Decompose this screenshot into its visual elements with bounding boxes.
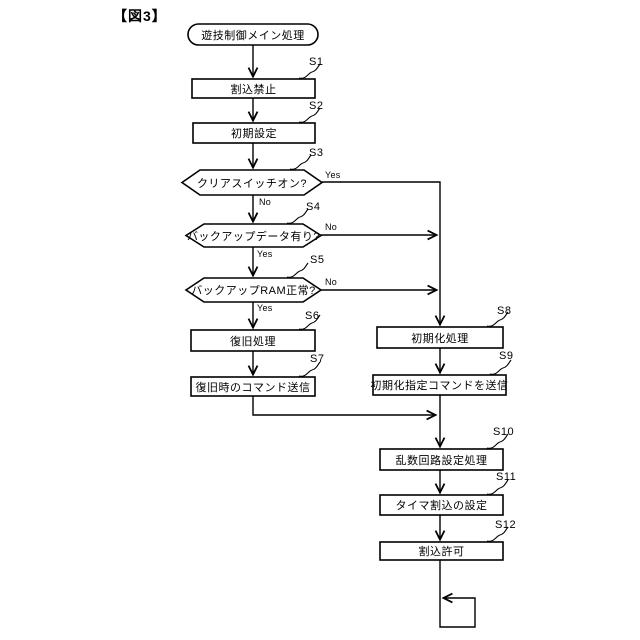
step-tag-s4: S4 xyxy=(306,201,321,213)
flow-arrow-endless-loop xyxy=(439,560,476,628)
label-leader-s12 xyxy=(486,526,509,542)
label-leader-s3 xyxy=(289,154,312,170)
process-label-s9: 初期化指定コマンドを送信 xyxy=(370,380,509,392)
label-leader-s10 xyxy=(486,433,509,449)
label-leader-s5 xyxy=(286,262,309,278)
process-label-s1: 割込禁止 xyxy=(230,83,277,96)
step-tag-s1: S1 xyxy=(309,56,324,68)
step-tag-s9: S9 xyxy=(499,350,514,362)
process-label-s2: 初期設定 xyxy=(231,128,277,140)
process-label-s8: 初期化処理 xyxy=(411,332,469,345)
decision-hexagon-s3 xyxy=(180,169,324,196)
process-label-s12: 割込許可 xyxy=(418,546,465,558)
process-rect-s2 xyxy=(192,122,316,144)
flow-arrow-s7-to-merge xyxy=(252,396,435,415)
start-node-label: 遊技制御メイン処理 xyxy=(201,29,305,42)
process-label-s6: 復旧処理 xyxy=(230,335,276,348)
step-tag-s2: S2 xyxy=(309,100,324,112)
process-rect-s7 xyxy=(190,376,316,397)
label-leader-s8 xyxy=(486,311,509,327)
s4-yes-label: Yes xyxy=(257,249,273,259)
s3-yes-label: Yes xyxy=(325,170,341,180)
step-tag-s11: S11 xyxy=(496,471,517,483)
s5-no-label: No xyxy=(325,277,338,287)
step-tag-s10: S10 xyxy=(493,426,515,438)
process-rect-s1 xyxy=(191,78,316,99)
decision-hexagon-s4 xyxy=(184,223,323,248)
decision-label-s5: バックアップRAM正常? xyxy=(191,285,316,297)
step-tag-s8: S8 xyxy=(497,305,512,317)
label-leader-s9 xyxy=(489,359,512,375)
label-leader-s1 xyxy=(298,63,321,79)
s3-no-label: No xyxy=(259,197,272,207)
flow-arrow-s3-yes-to-s8 xyxy=(322,181,440,324)
process-rect-s9 xyxy=(372,374,507,396)
step-tag-s3: S3 xyxy=(309,147,324,159)
process-rect-s12 xyxy=(379,541,504,561)
process-label-s11: タイマ割込の設定 xyxy=(395,500,488,512)
s4-no-label: No xyxy=(325,222,338,232)
process-rect-s11 xyxy=(379,494,504,516)
step-tag-s7: S7 xyxy=(310,353,325,365)
label-leader-s6 xyxy=(298,314,321,330)
process-label-s10: 乱数回路設定処理 xyxy=(395,454,488,467)
process-rect-s8 xyxy=(376,326,504,349)
s5-yes-label: Yes xyxy=(257,303,273,313)
label-leader-s7 xyxy=(298,361,321,377)
label-leader-s4 xyxy=(286,208,309,224)
start-oval xyxy=(187,23,319,46)
step-tag-s5: S5 xyxy=(310,254,325,266)
decision-label-s4: バックアップデータ有り? xyxy=(186,230,321,243)
process-label-s7: 復旧時のコマンド送信 xyxy=(195,381,311,394)
figure-number-label: 【図3】 xyxy=(113,8,167,24)
step-tag-s6: S6 xyxy=(305,310,320,322)
label-leader-s2 xyxy=(298,107,321,123)
process-rect-s6 xyxy=(190,329,316,352)
decision-hexagon-s5 xyxy=(184,277,323,303)
step-tag-s12: S12 xyxy=(495,519,517,531)
process-rect-s10 xyxy=(379,448,504,471)
label-leader-s11 xyxy=(486,479,509,495)
decision-label-s3: クリアスイッチオン? xyxy=(196,177,308,190)
